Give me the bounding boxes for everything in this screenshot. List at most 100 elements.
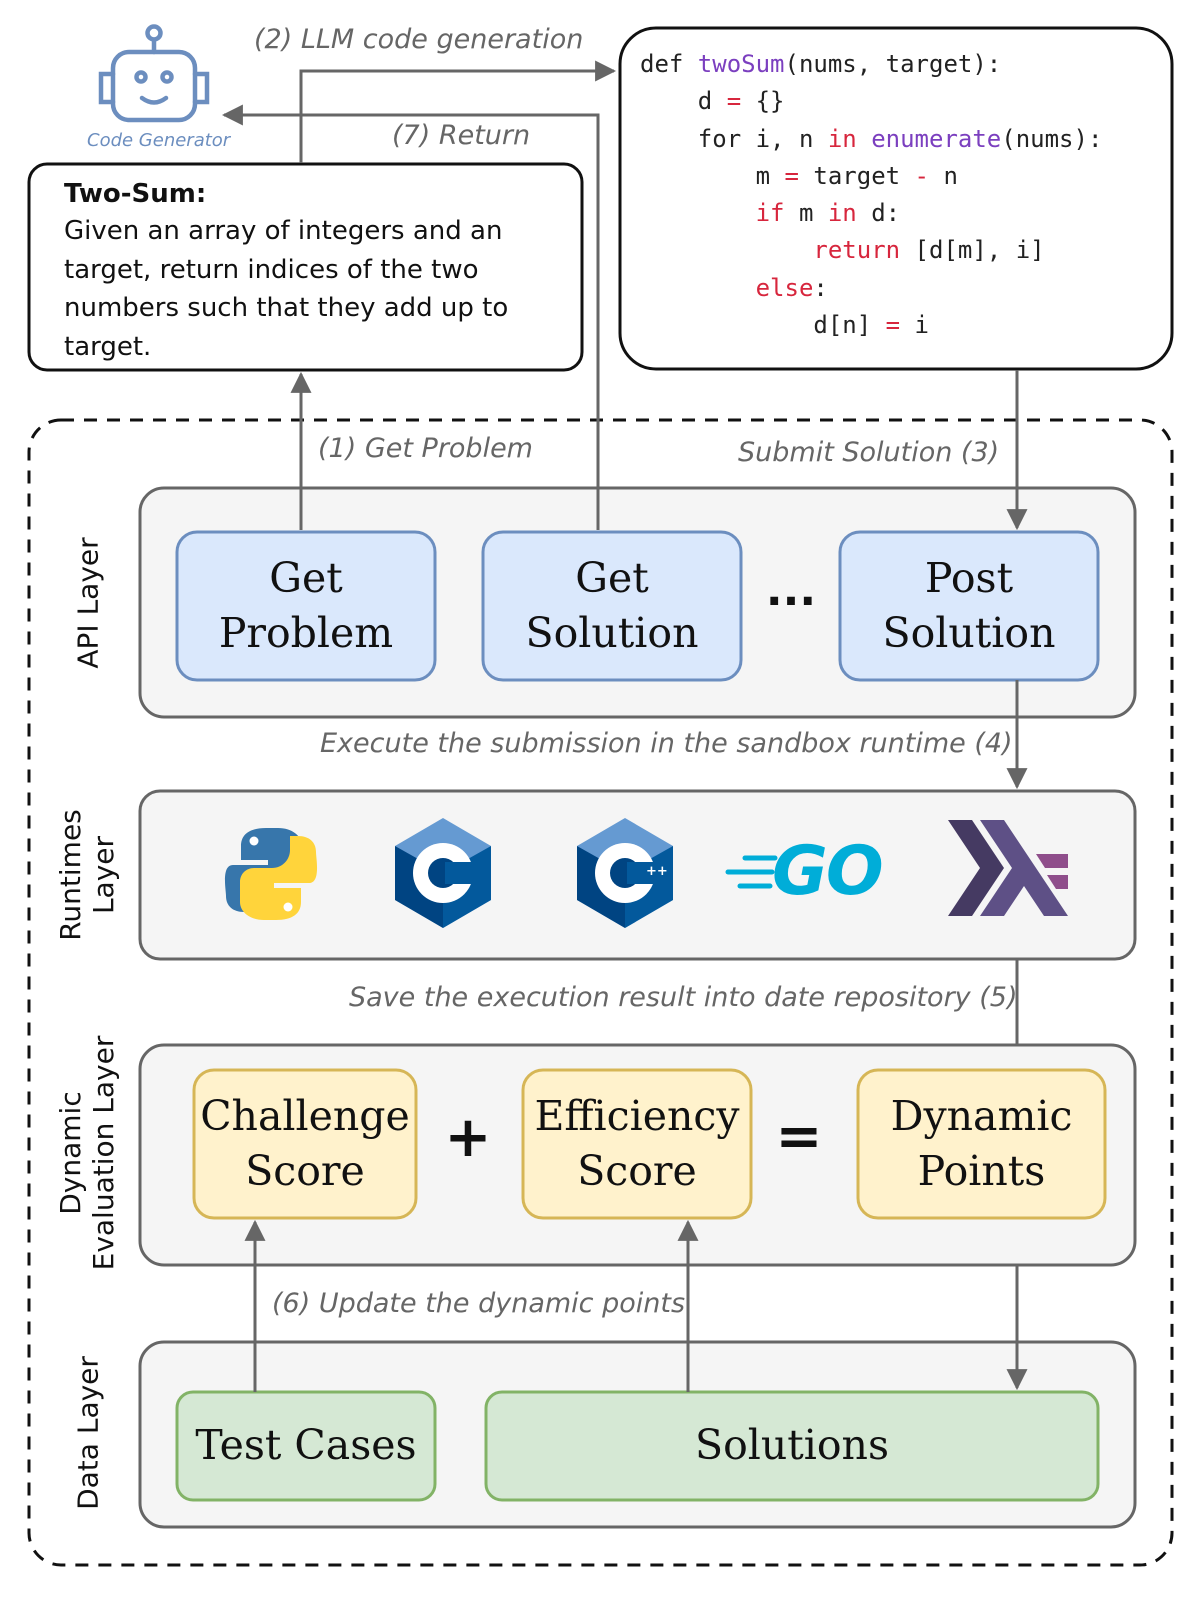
problem-card-frame — [27, 162, 584, 372]
problem-line: target. — [64, 331, 152, 362]
haskell-icon — [948, 820, 1068, 916]
cpp-plus-text: ++ — [646, 864, 668, 879]
problem-line: target, return indices of the two — [64, 254, 479, 285]
step-6-label: (6) Update the dynamic points — [272, 1288, 686, 1319]
code-card-frame — [618, 26, 1174, 371]
runtimes-layer-label-line: Runtimes — [54, 809, 87, 941]
robot-caption: Code Generator — [87, 130, 231, 151]
code-line: d[n] = i — [640, 307, 1102, 344]
get-solution-label: Get Solution — [483, 551, 741, 661]
api-ellipsis: ... — [765, 565, 817, 616]
box-label-line: Solution — [525, 609, 699, 657]
plus-sign: + — [444, 1105, 492, 1170]
problem-line: Given an array of integers and an — [64, 216, 503, 246]
code-line: else: — [640, 270, 1102, 307]
box-label-line: Efficiency — [534, 1092, 740, 1140]
box-label-line: Solution — [882, 609, 1056, 657]
get-problem-box — [175, 530, 437, 682]
solutions-box — [484, 1390, 1100, 1502]
step-1-label: (1) Get Problem — [318, 433, 533, 464]
dynamic-layer-label: Dynamic Evaluation Layer — [54, 1036, 120, 1271]
efficiency-score-label: Efficiency Score — [523, 1089, 751, 1199]
api-layer-label: API Layer — [71, 537, 105, 669]
step-5-label: Save the execution result into date repo… — [349, 982, 1018, 1013]
box-label-line: Get — [575, 554, 649, 602]
code-block: def twoSum(nums, target): d = {} for i, … — [640, 46, 1102, 344]
code-token: d — [640, 87, 727, 116]
code-line: d = {} — [640, 83, 1102, 120]
code-token: twoSum — [697, 50, 785, 78]
runtimes-layer-label-line: Layer — [87, 835, 120, 915]
arrow-return — [221, 104, 600, 530]
code-token: d[n] — [640, 311, 886, 340]
system-boundary — [27, 418, 1174, 1567]
step-3-label: Submit Solution (3) — [738, 437, 1000, 468]
challenge-score-label: Challenge Score — [194, 1089, 416, 1199]
test-cases-label: Test Cases — [195, 1421, 417, 1469]
code-token: [d[m], i] — [900, 236, 1045, 265]
code-line: if m in d: — [640, 195, 1102, 232]
efficiency-score-box — [521, 1068, 753, 1220]
code-token: in — [827, 124, 857, 153]
box-label-line: Score — [577, 1147, 697, 1195]
dynamic-layer-label-line: Evaluation Layer — [87, 1035, 120, 1271]
box-label-line: Challenge — [200, 1092, 410, 1140]
code-token — [640, 199, 756, 227]
code-token: (nums): — [1001, 124, 1103, 153]
arrow-llm-generation — [299, 60, 617, 163]
data-layer-label: Data Layer — [71, 1356, 105, 1510]
code-token: else — [755, 273, 814, 302]
box-label-line: Get — [269, 554, 343, 602]
code-token: for i, n — [640, 124, 828, 153]
box-label-line: Post — [924, 554, 1014, 602]
code-token: (nums, target): — [784, 50, 1002, 78]
step-7-label: (7) Return — [392, 120, 531, 151]
code-token: n — [929, 161, 958, 190]
step-2-label: (2) LLM code generation — [254, 24, 584, 55]
dynamic-layer-label-line: Dynamic — [54, 1091, 87, 1215]
code-token — [857, 125, 871, 153]
equals-sign: = — [775, 1104, 823, 1169]
code-token: = — [726, 87, 742, 116]
code-token: if — [755, 199, 785, 228]
post-solution-label: Post Solution — [840, 551, 1098, 661]
code-token: return — [813, 236, 901, 265]
code-token: enumerate — [871, 124, 1002, 153]
problem-title: Two-Sum: — [64, 179, 207, 209]
post-solution-box — [838, 530, 1100, 682]
code-token: in — [827, 199, 857, 228]
code-token: i — [900, 311, 929, 340]
code-token — [640, 274, 756, 302]
code-token: target — [798, 161, 915, 190]
code-token: - — [914, 161, 929, 190]
runtimes-layer-label: Runtimes Layer — [54, 809, 120, 941]
code-token: = — [784, 161, 799, 190]
code-token: m — [784, 199, 828, 228]
c-icon — [395, 818, 491, 928]
get-problem-label: Get Problem — [177, 551, 435, 661]
code-token: {} — [741, 87, 785, 116]
code-token: : — [813, 273, 828, 302]
challenge-score-box — [192, 1068, 418, 1220]
code-token: = — [885, 311, 901, 340]
dynamic-points-label: Dynamic Points — [858, 1089, 1105, 1199]
box-label-line: Dynamic — [890, 1092, 1073, 1140]
problem-description: Given an array of integers and an target… — [64, 212, 574, 366]
code-token: def — [640, 50, 698, 78]
problem-card: Two-Sum: Given an array of integers and … — [64, 176, 574, 366]
box-label-line: Points — [917, 1147, 1046, 1195]
box-label-line: Score — [245, 1147, 365, 1195]
problem-line: numbers such that they add up to — [64, 293, 509, 323]
python-icon — [224, 828, 318, 920]
code-line: for i, n in enumerate(nums): — [640, 121, 1103, 158]
code-line: m = target - n — [640, 158, 1102, 195]
code-token: m — [640, 161, 785, 190]
code-token: d: — [856, 199, 901, 228]
robot-icon — [98, 24, 210, 123]
go-wordmark: GO — [772, 832, 884, 911]
get-solution-box — [481, 530, 743, 682]
solutions-label: Solutions — [694, 1421, 889, 1469]
go-icon — [725, 855, 778, 889]
step-4-label: Execute the submission in the sandbox ru… — [320, 728, 1013, 759]
